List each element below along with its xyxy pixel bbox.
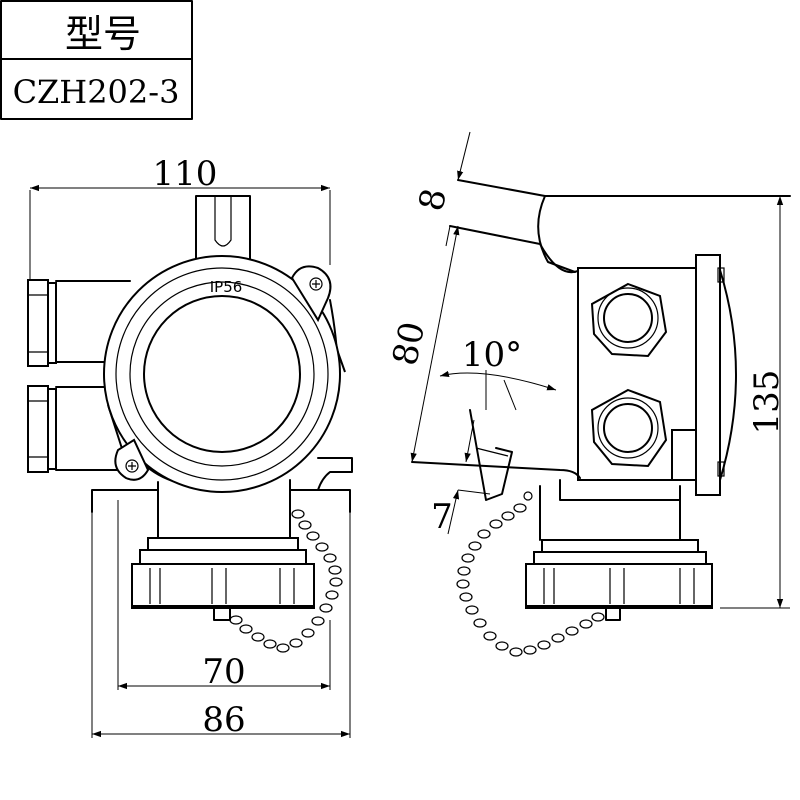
nameplate-ip56: IP56 [210, 278, 243, 296]
model-number: CZH202-3 [13, 73, 180, 111]
dimension-110: 110 [29, 154, 331, 285]
side-view: 135 80 8 10° 7 [385, 131, 791, 657]
left-gland-upper [27, 279, 131, 367]
front-chain [229, 509, 343, 653]
dim-70-label: 70 [202, 652, 245, 692]
dim-135-label: 135 [747, 370, 787, 435]
side-gland-lower [590, 388, 668, 468]
side-gland-upper [590, 282, 668, 358]
dim-8-label: 8 [411, 185, 455, 214]
dimension-7: 7 [431, 419, 491, 537]
title-block: 型号 CZH202-3 [0, 0, 193, 120]
dimension-80: 80 [385, 225, 460, 463]
left-gland-lower [27, 385, 126, 473]
dim-110-label: 110 [153, 154, 218, 194]
dim-angle-label: 10° [462, 335, 522, 375]
dim-86-label: 86 [202, 700, 245, 740]
dim-80-label: 80 [385, 318, 433, 369]
dimension-70: 70 [117, 500, 331, 692]
side-chain [456, 491, 605, 657]
dimension-angle: 10° [439, 335, 557, 411]
front-view: 110 IP56 [27, 154, 353, 740]
title-label: 型号 [65, 12, 141, 56]
dimension-135: 135 [720, 196, 790, 609]
dimension-86: 86 [91, 512, 351, 740]
dim-7-label: 7 [431, 497, 453, 537]
